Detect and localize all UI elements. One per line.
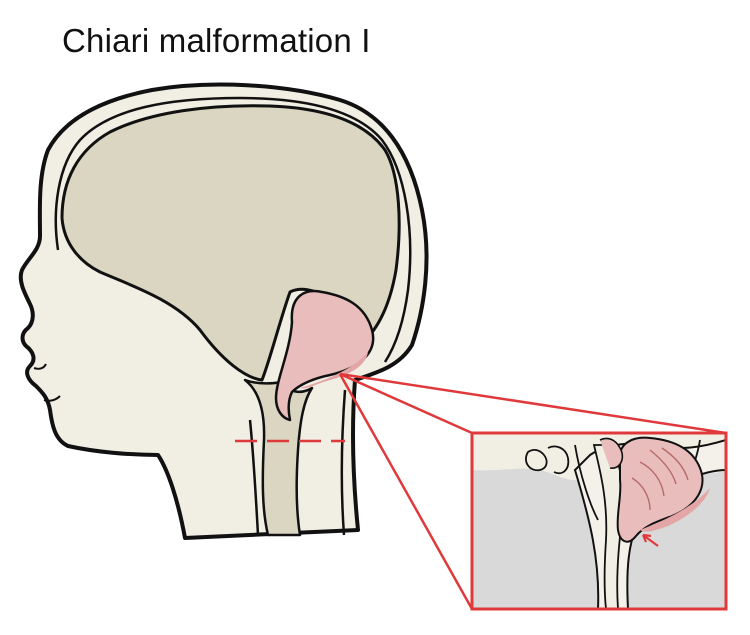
diagram-title: Chiari malformation I bbox=[62, 22, 371, 59]
callout-lines bbox=[338, 372, 727, 610]
inset-zoom-view bbox=[470, 431, 728, 611]
cerebellum bbox=[274, 289, 375, 422]
